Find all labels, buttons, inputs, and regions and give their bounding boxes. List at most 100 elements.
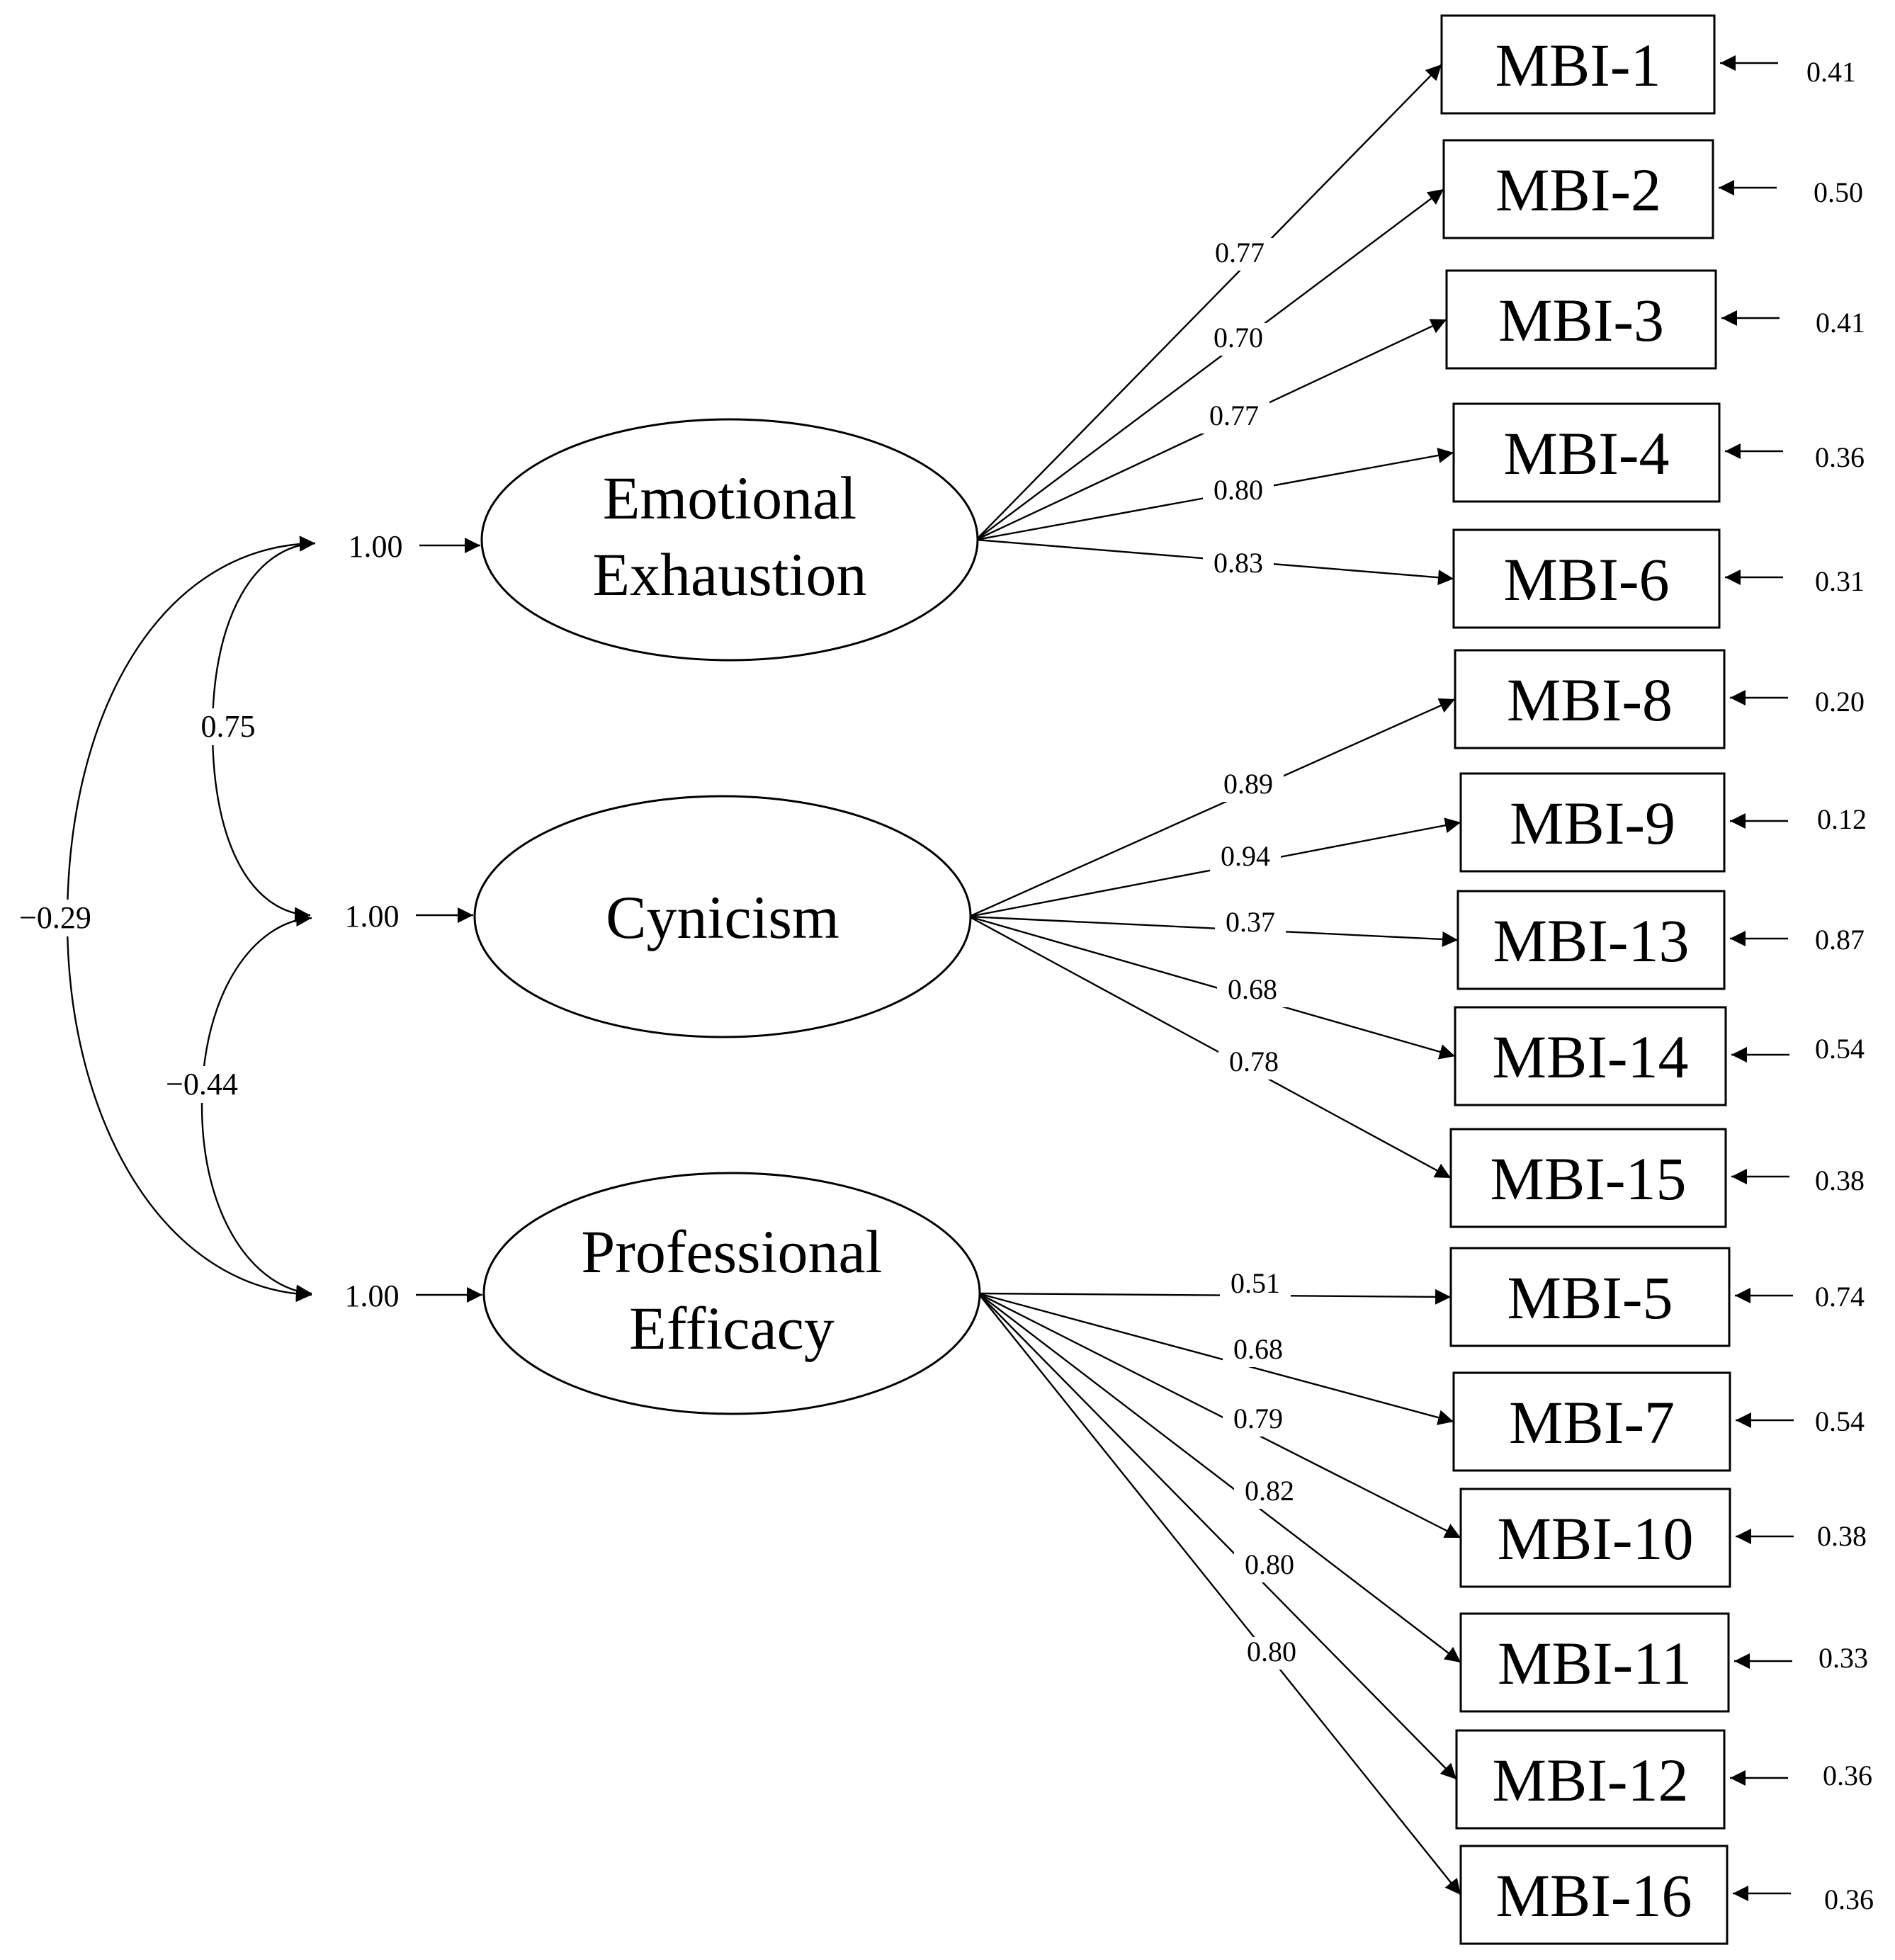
error-variance-label: 0.20: [1815, 686, 1865, 718]
item-label: MBI-16: [1495, 1862, 1692, 1930]
loading-label: 0.82: [1245, 1475, 1294, 1507]
factor-variance-label: 1.00: [349, 529, 403, 564]
factor-label: Cynicism: [606, 883, 839, 951]
error-variance-label: 0.41: [1816, 307, 1865, 339]
error-variance-label: 0.36: [1823, 1760, 1872, 1791]
loading-label: 0.78: [1229, 1046, 1279, 1077]
loading-label-bg: [1215, 907, 1286, 940]
loading-label: 0.94: [1221, 840, 1270, 872]
error-variance-label: 0.54: [1815, 1405, 1865, 1437]
error-variance-label: 0.38: [1817, 1520, 1867, 1552]
loading-label: 0.37: [1226, 906, 1275, 938]
item-label: MBI-10: [1497, 1505, 1693, 1573]
item-label: MBI-4: [1503, 419, 1669, 487]
item-label: MBI-7: [1509, 1388, 1675, 1456]
item-box: [1459, 1488, 1731, 1588]
correlation-label: −0.29: [19, 900, 91, 935]
error-variance-label: 0.74: [1815, 1281, 1865, 1313]
item-label: MBI-1: [1495, 31, 1661, 99]
item-label: MBI-2: [1495, 156, 1661, 224]
correlation-label-bg: [9, 900, 101, 936]
error-variance-label: 0.38: [1815, 1165, 1865, 1196]
correlation-label: 0.75: [201, 709, 256, 744]
loading-label-bg: [1203, 548, 1274, 581]
loading-label: 0.77: [1209, 400, 1259, 431]
error-variance-label: 0.41: [1806, 56, 1856, 88]
item-label: MBI-9: [1510, 789, 1675, 857]
loading-arrow: [975, 188, 1444, 540]
loading-label: 0.70: [1214, 322, 1263, 353]
loading-label-bg: [1203, 323, 1274, 356]
correlation-arc: [200, 911, 312, 1301]
loading-arrow: [968, 915, 1456, 1060]
item-box: [1452, 528, 1721, 629]
item-label: MBI-5: [1507, 1264, 1673, 1332]
loading-label: 0.80: [1245, 1548, 1294, 1580]
item-box: [1459, 1612, 1730, 1713]
loading-label: 0.77: [1215, 237, 1265, 268]
item-box: [1459, 1845, 1729, 1945]
item-label: MBI-12: [1492, 1746, 1688, 1814]
factor-ellipse: [473, 795, 972, 1038]
item-box: [1440, 14, 1716, 115]
item-box: [1449, 1247, 1731, 1347]
loading-label-bg: [1203, 475, 1274, 508]
loading-label-bg: [1217, 975, 1288, 1007]
loading-label-bg: [1213, 769, 1284, 802]
error-variance-label: 0.31: [1815, 565, 1865, 597]
factor-label: Efficacy: [629, 1294, 835, 1362]
loading-label-bg: [1210, 842, 1281, 874]
error-variance-label: 0.33: [1818, 1642, 1868, 1674]
item-label: MBI-14: [1492, 1023, 1688, 1091]
loading-label: 0.83: [1214, 547, 1263, 579]
correlation-arc: [66, 536, 316, 1303]
loading-arrow: [975, 64, 1442, 540]
loading-arrow: [968, 915, 1459, 947]
error-variance-label: 0.87: [1815, 924, 1865, 956]
factor-label: Exhaustion: [593, 540, 867, 608]
loading-label: 0.79: [1233, 1403, 1283, 1434]
item-box: [1452, 1371, 1731, 1472]
loading-arrow: [978, 1292, 1454, 1425]
loading-label: 0.80: [1214, 474, 1263, 506]
item-label: MBI-11: [1498, 1629, 1692, 1697]
error-variance-label: 0.12: [1817, 803, 1867, 835]
correlation-label: −0.44: [166, 1067, 238, 1101]
item-label: MBI-6: [1503, 545, 1669, 613]
factor-label: Emotional: [603, 464, 856, 532]
factor-ellipse: [480, 418, 979, 662]
item-box: [1449, 1128, 1727, 1228]
correlation-label-bg: [156, 1066, 248, 1103]
loading-label-bg: [1204, 238, 1275, 271]
loading-label-bg: [1220, 1269, 1291, 1301]
loading-label-bg: [1234, 1550, 1305, 1582]
correlation-label-bg: [182, 708, 274, 745]
loading-label-bg: [1234, 1476, 1305, 1509]
loading-label-bg: [1223, 1404, 1294, 1437]
item-label: MBI-3: [1498, 286, 1664, 354]
loading-arrow: [978, 1293, 1461, 1663]
item-label: MBI-8: [1507, 666, 1673, 734]
loading-arrow: [978, 1293, 1457, 1780]
loading-label-bg: [1236, 1637, 1307, 1670]
error-variance-label: 0.54: [1815, 1033, 1865, 1065]
loading-label-bg: [1223, 1335, 1294, 1367]
factor-ellipse: [482, 1172, 981, 1415]
loading-arrow: [968, 915, 1452, 1179]
loading-label: 0.68: [1228, 973, 1277, 1005]
loading-arrow: [978, 1288, 1452, 1305]
loading-arrow: [978, 1292, 1461, 1539]
loading-label: 0.68: [1233, 1333, 1283, 1365]
factor-variance-label: 1.00: [345, 899, 400, 934]
item-label: MBI-15: [1490, 1145, 1686, 1213]
item-box: [1454, 649, 1726, 749]
item-box: [1456, 890, 1726, 990]
error-variance-label: 0.36: [1815, 441, 1865, 473]
factor-variance-label: 1.00: [345, 1279, 400, 1313]
loading-arrow: [968, 698, 1456, 918]
item-box: [1452, 402, 1721, 503]
loading-label: 0.80: [1247, 1636, 1296, 1667]
item-label: MBI-13: [1493, 907, 1689, 975]
item-box: [1442, 139, 1714, 239]
loading-label: 0.51: [1231, 1267, 1280, 1299]
